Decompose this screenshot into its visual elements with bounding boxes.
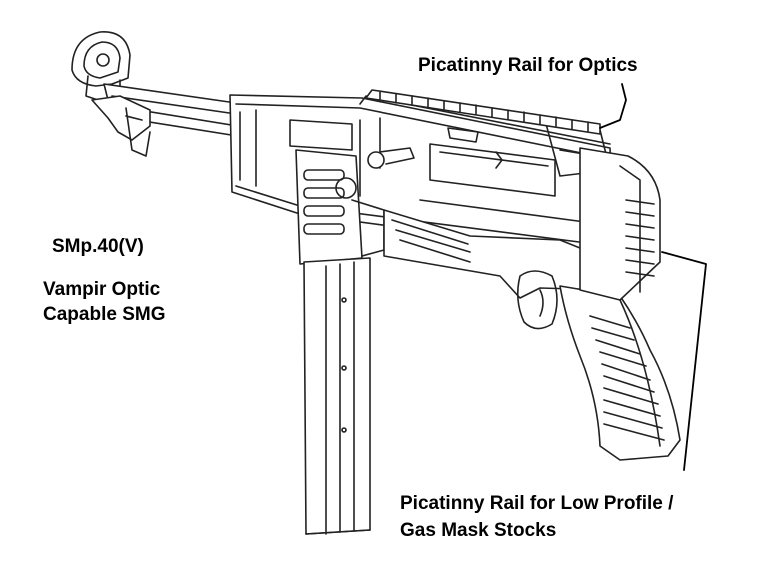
- bolt-handle: [367, 147, 503, 169]
- label-description: Vampir Optic Capable SMG: [43, 277, 165, 327]
- optics-leader: [599, 83, 627, 129]
- magazine: [303, 257, 371, 535]
- rear-cap: [579, 147, 661, 301]
- top-rail: [365, 89, 601, 143]
- label-description-line2: Capable SMG: [43, 304, 166, 325]
- pistol-grip: [559, 285, 681, 461]
- label-rail-stock-line1: Picatinny Rail for Low Profile /: [400, 493, 674, 514]
- label-description-line1: Vampir Optic: [43, 279, 161, 300]
- leader-lines: [599, 83, 707, 471]
- stock-leader: [661, 251, 707, 471]
- barrel: [91, 83, 251, 157]
- magazine-housing: [295, 149, 385, 265]
- label-model-name: SMp.40(V): [52, 236, 144, 257]
- label-rail-stock-line2: Gas Mask Stocks: [400, 520, 557, 541]
- label-rail-stock: Picatinny Rail for Low Profile / Gas Mas…: [400, 490, 673, 544]
- label-rail-optics: Picatinny Rail for Optics: [418, 55, 638, 76]
